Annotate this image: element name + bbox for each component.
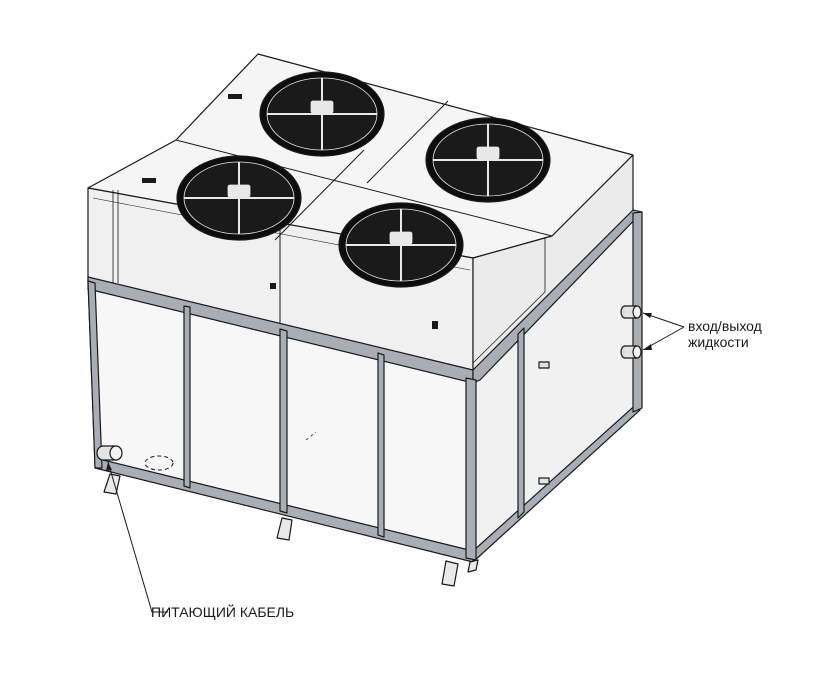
cable-gland — [96, 445, 123, 461]
knockout-circle — [144, 455, 174, 471]
fan-back-right — [425, 117, 551, 203]
label-fluid-in-out-line2: жидкости — [688, 334, 749, 350]
label-fluid-in-out: вход/выход жидкости — [688, 318, 762, 350]
leader-cable — [107, 461, 168, 613]
foot-middle — [276, 517, 293, 541]
fan-front-right — [338, 202, 464, 288]
label-fluid-in-out-line1: вход/выход — [688, 318, 762, 334]
housing-right — [472, 154, 634, 376]
pipe-inlet-lower — [620, 345, 642, 359]
label-power-cable: ПИТАЮЩИЙ КАБЕЛЬ — [151, 604, 295, 620]
frame-post-corner — [465, 377, 477, 561]
fan-front-left — [176, 155, 302, 241]
fan-back-left — [259, 71, 385, 157]
pipe-inlet-upper — [620, 305, 642, 319]
foot-right — [441, 560, 459, 587]
frame-post-left — [87, 280, 103, 469]
